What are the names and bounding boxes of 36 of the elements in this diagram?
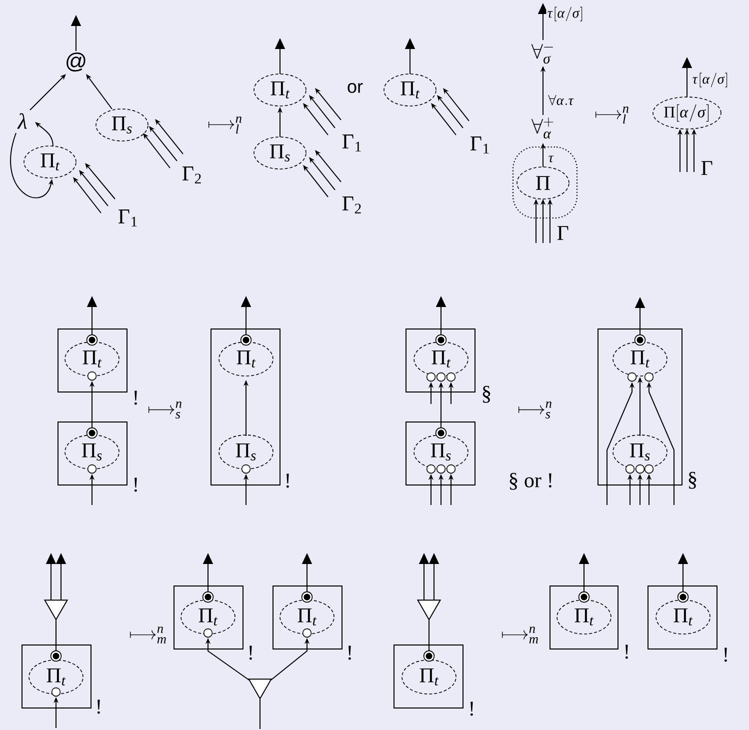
modality-symbol: ! xyxy=(249,646,252,660)
modality-symbol: ! xyxy=(286,474,289,488)
edge-label: $\tau$ xyxy=(547,154,556,164)
symbol-label: $\Gamma_1$ xyxy=(470,136,489,154)
edge-label: $\forall\alpha.\tau$ xyxy=(547,94,576,106)
modality-symbol: ! xyxy=(724,648,727,662)
modality-symbol: ! xyxy=(348,646,351,660)
symbol-label: $\Gamma_2$ xyxy=(342,196,361,214)
symbol-label: $\Gamma$ xyxy=(701,161,712,175)
symbol-label: $\lambda$ xyxy=(17,113,27,129)
connective-word: or xyxy=(348,83,363,93)
modality-symbol: ! xyxy=(97,700,100,714)
modality-symbol: ! xyxy=(134,390,137,405)
symbol-label: $\Gamma$ xyxy=(557,226,568,240)
rewrite-arrow: $\longmapsto^{n}_{l}$ xyxy=(208,116,242,134)
symbol-label: $\Gamma_2$ xyxy=(182,166,201,184)
symbol-label: $\forall^{-}_{\sigma}$ xyxy=(531,44,553,64)
symbol-label: @ xyxy=(66,52,86,72)
rewrite-arrow: $\longmapsto^{n}_{s}$ xyxy=(518,402,552,418)
modality-symbol: § xyxy=(688,472,696,489)
symbol-label: $\Gamma_1$ xyxy=(118,210,137,226)
edge-label: $\tau[\alpha/\sigma]$ xyxy=(546,6,585,22)
symbol-label: $\forall^{+}_{\alpha}$ xyxy=(532,117,554,139)
arrow xyxy=(30,74,66,110)
symbol-label: $\Gamma_1$ xyxy=(342,134,361,152)
rewrite-arrow: $\longmapsto^{n}_{s}$ xyxy=(148,402,182,418)
modality-symbol: ! xyxy=(134,478,137,492)
modality-symbol: ! xyxy=(625,644,628,659)
rewrite-arrow: $\longmapsto^{n}_{m}$ xyxy=(130,626,166,644)
modality-symbol: § or ! xyxy=(510,472,552,490)
edge-label: $\tau[\alpha/\sigma]$ xyxy=(691,72,730,88)
modality-symbol: § xyxy=(482,386,490,403)
connector-line xyxy=(428,620,430,651)
modality-symbol: ! xyxy=(470,702,473,716)
rewrite-arrow: $\longmapsto^{n}_{m}$ xyxy=(502,626,538,644)
rewrite-arrow: $\longmapsto^{n}_{l}$ xyxy=(595,106,628,124)
